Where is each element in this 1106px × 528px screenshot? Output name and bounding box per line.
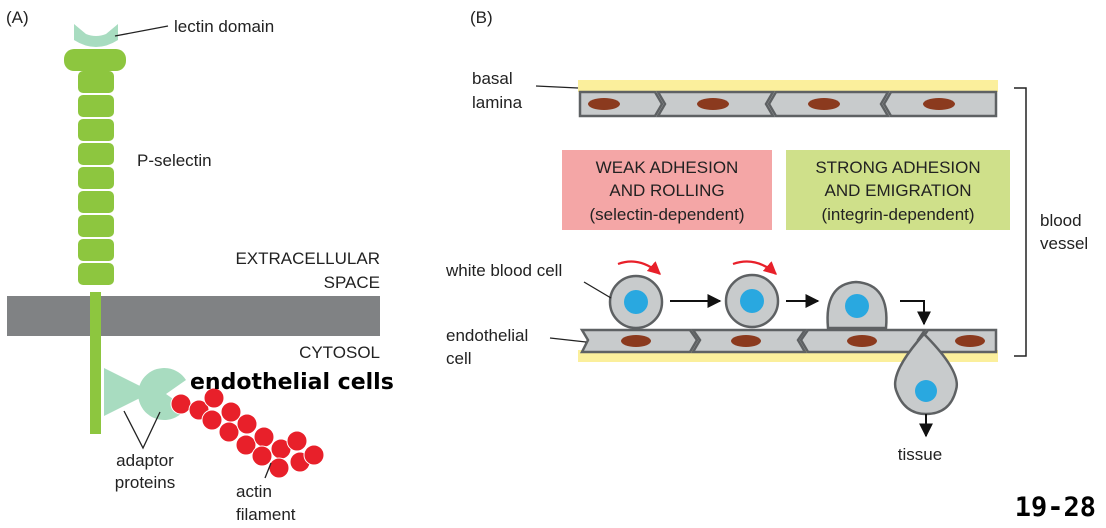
strong-adhesion-line-1: STRONG ADHESION bbox=[815, 158, 980, 177]
p-selectin-label: P-selectin bbox=[137, 151, 212, 170]
adaptor-protein-triangle bbox=[104, 368, 152, 416]
rolling-arrow-2 bbox=[732, 260, 777, 275]
p-selectin-repeats bbox=[78, 71, 114, 285]
emigration-arrow bbox=[900, 300, 931, 326]
strong-adhesion-box bbox=[786, 150, 1010, 230]
figure-number: 19-28 bbox=[1015, 492, 1096, 523]
endothelial-cell-label-2: cell bbox=[446, 349, 472, 368]
white-blood-cell-2 bbox=[724, 273, 780, 329]
tissue-label: tissue bbox=[898, 445, 942, 464]
extracellular-label-2: SPACE bbox=[324, 273, 380, 292]
strong-adhesion-line-3: (integrin-dependent) bbox=[821, 205, 974, 224]
white-blood-cell-label: white blood cell bbox=[445, 261, 562, 280]
nuclei-top bbox=[588, 98, 955, 110]
basal-lamina-top bbox=[578, 80, 998, 92]
endothelial-cell-label-1: endothelial bbox=[446, 326, 528, 345]
panel-b: (B) basal lamina WEAK ADHESION AND ROLLI… bbox=[445, 8, 1088, 464]
rolling-arrow-1 bbox=[617, 260, 661, 275]
plasma-membrane bbox=[7, 296, 380, 336]
actin-filament bbox=[170, 387, 325, 479]
blood-vessel-label-1: blood bbox=[1040, 211, 1082, 230]
white-blood-cell-3 bbox=[826, 280, 888, 330]
panel-b-label: (B) bbox=[470, 8, 493, 27]
extracellular-label-1: EXTRACELLULAR bbox=[235, 249, 380, 268]
weak-adhesion-line-1: WEAK ADHESION bbox=[596, 158, 739, 177]
weak-adhesion-line-2: AND ROLLING bbox=[609, 181, 724, 200]
blood-vessel-label-2: vessel bbox=[1040, 234, 1088, 253]
white-blood-cell-1 bbox=[608, 274, 664, 330]
panel-a-label: (A) bbox=[6, 8, 29, 27]
actin-filament-label-2: filament bbox=[236, 505, 296, 524]
adaptor-proteins-label-2: proteins bbox=[115, 473, 175, 492]
adaptor-proteins-label-1: adaptor bbox=[116, 451, 174, 470]
weak-adhesion-line-3: (selectin-dependent) bbox=[590, 205, 745, 224]
panel-a: (A) lectin domain P-selectin EXTRACELLUL… bbox=[6, 8, 394, 524]
lectin-domain-label: lectin domain bbox=[174, 17, 274, 36]
blood-vessel-bracket bbox=[1014, 87, 1027, 357]
egf-domain bbox=[64, 49, 126, 71]
transmembrane-segment bbox=[90, 292, 101, 434]
endothelial-cells-annotation: endothelial cells bbox=[190, 370, 394, 395]
strong-adhesion-line-2: AND EMIGRATION bbox=[824, 181, 971, 200]
actin-filament-label-1: actin bbox=[236, 482, 272, 501]
lectin-domain-shape bbox=[74, 24, 118, 47]
nuclei-bottom bbox=[621, 335, 985, 347]
weak-adhesion-box bbox=[562, 150, 772, 230]
basal-lamina-label-2: lamina bbox=[472, 93, 523, 112]
cytosol-label: CYTOSOL bbox=[299, 343, 380, 362]
basal-lamina-label-1: basal bbox=[472, 69, 513, 88]
